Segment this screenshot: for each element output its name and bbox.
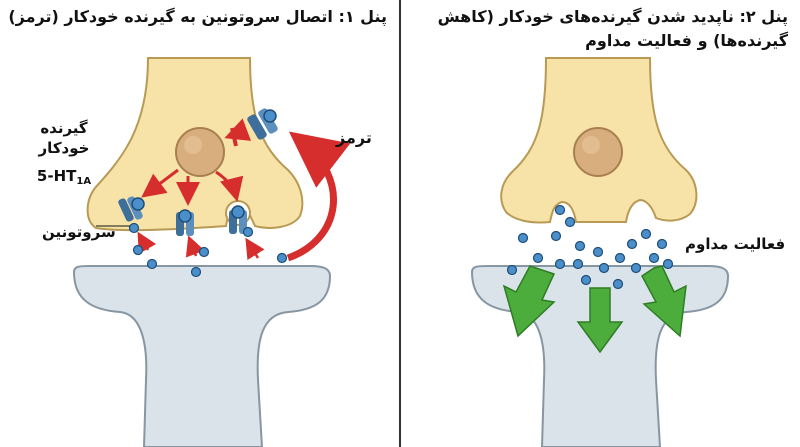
serotonin-molecules-left: [128, 222, 288, 278]
receptor-3: [225, 200, 251, 234]
serotonin-molecules-right: [506, 204, 674, 290]
panel-2-illustration: [470, 57, 730, 447]
receptor-name-label: 5-HT1A: [28, 166, 100, 192]
receptor-1: [118, 196, 145, 222]
inhibition-arrow: [286, 131, 351, 262]
inhibition-bar: [230, 127, 238, 147]
signal-arrows: [141, 118, 252, 206]
serotonin-label: سروتونین: [42, 223, 116, 241]
receptor-name-subscript: 1A: [76, 176, 92, 187]
receptor-2: [176, 209, 194, 236]
autoreceptor-label: گیرنده خودکار: [38, 119, 90, 157]
autoreceptor-top: [247, 108, 278, 140]
panel-2-title: پنل ۲: ناپدید شدن گیرنده‌های خودکار (کاه…: [437, 7, 788, 50]
panel-1-illustration: [72, 57, 351, 447]
nucleus-left: [175, 127, 225, 177]
inhibition-label: ترمز: [336, 128, 372, 147]
activity-arrows: [502, 265, 687, 354]
receptor-name-text: 5-HT: [36, 167, 77, 185]
panel-1-title: پنل ۱: اتصال سروتونین به گیرنده خودکار (…: [8, 7, 387, 26]
continuous-activity-label: فعالیت مداوم: [685, 235, 786, 253]
postsynaptic-neuron-left: [72, 265, 332, 447]
nucleus-right: [573, 127, 623, 177]
